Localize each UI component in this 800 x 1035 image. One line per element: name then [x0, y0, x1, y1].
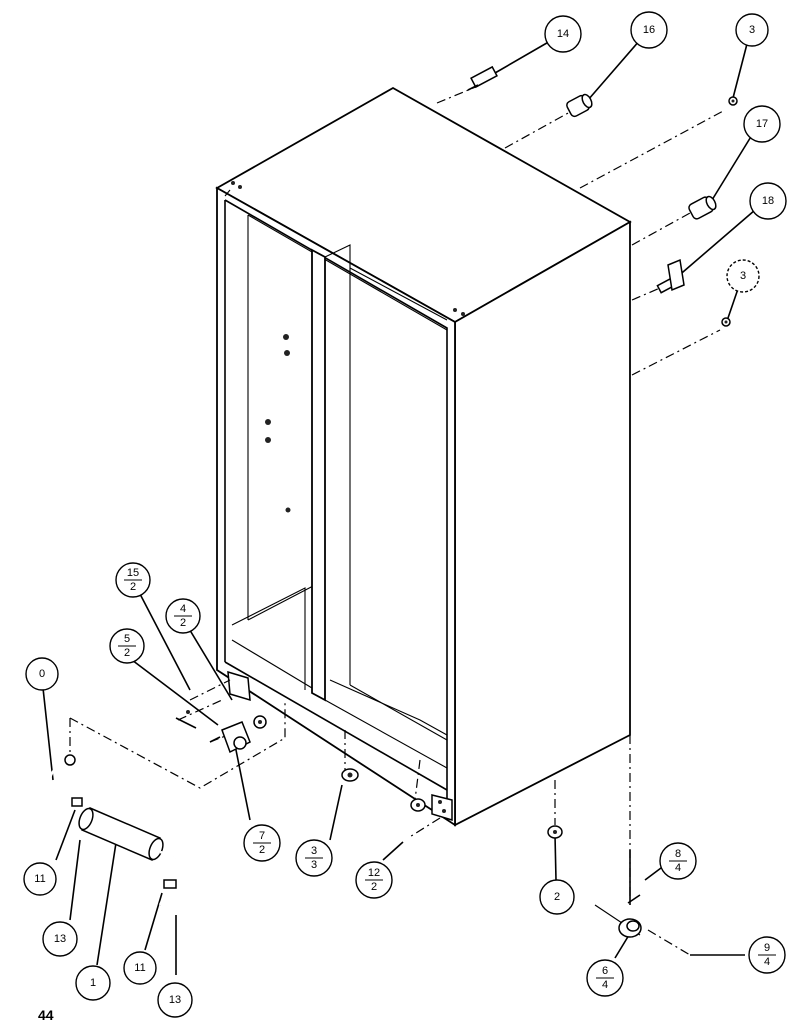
svg-text:12: 12 [368, 867, 380, 879]
callout-12-2: 12 2 [355, 861, 393, 899]
svg-text:4: 4 [602, 979, 608, 991]
svg-text:3: 3 [311, 845, 317, 857]
svg-text:2: 2 [124, 647, 130, 659]
svg-text:8: 8 [675, 848, 681, 860]
callout-11-right: 11 [123, 951, 157, 985]
callout-11-left: 11 [23, 862, 57, 896]
callout-5-2: 5 2 [109, 628, 145, 664]
lower-hinge-assembly [175, 710, 267, 754]
part-14-pin [467, 65, 498, 91]
refrigerator-cabinet [215, 86, 632, 827]
svg-text:11: 11 [134, 962, 145, 974]
callout-13-left: 13 [42, 921, 78, 957]
roller-6 [618, 918, 642, 938]
svg-text:18: 18 [762, 195, 774, 207]
svg-text:2: 2 [180, 617, 186, 629]
callout-15-2: 15 2 [115, 562, 151, 598]
callout-4-2: 4 2 [165, 598, 201, 634]
leveling-foot-3 [341, 768, 359, 782]
callout-17: 17 [743, 105, 781, 143]
callout-3-3: 3 3 [295, 839, 333, 877]
svg-text:2: 2 [554, 891, 560, 903]
callout-3-lower: 3 [726, 259, 760, 293]
parts [48, 65, 738, 938]
svg-text:11: 11 [34, 873, 45, 885]
svg-text:2: 2 [130, 581, 136, 593]
part-1-tube-assembly [48, 754, 180, 906]
svg-text:4: 4 [675, 862, 681, 874]
callout-3-top: 3 [735, 13, 769, 47]
svg-text:3: 3 [740, 270, 746, 282]
svg-text:0: 0 [39, 668, 45, 680]
svg-text:7: 7 [259, 830, 265, 842]
svg-text:17: 17 [756, 118, 768, 130]
callout-7-2: 7 2 [243, 824, 281, 862]
svg-text:13: 13 [54, 933, 66, 945]
svg-text:2: 2 [259, 844, 265, 856]
svg-text:1: 1 [90, 977, 96, 989]
leveling-foot-2 [547, 825, 563, 839]
svg-text:14: 14 [557, 28, 569, 40]
callout-13-right: 13 [157, 982, 193, 1018]
callout-9-4: 9 4 [748, 936, 786, 974]
svg-text:16: 16 [643, 24, 655, 36]
part-18-hinge-pin [656, 258, 685, 294]
svg-text:5: 5 [124, 633, 130, 645]
page-number: 44 [38, 1007, 54, 1023]
svg-text:15: 15 [127, 567, 139, 579]
callout-14: 14 [544, 15, 582, 53]
part-16-bushing [566, 93, 593, 118]
svg-text:6: 6 [602, 965, 608, 977]
svg-text:4: 4 [180, 603, 186, 615]
svg-text:3: 3 [311, 859, 317, 871]
svg-text:13: 13 [169, 994, 181, 1006]
leveling-foot-12 [410, 798, 426, 812]
svg-text:2: 2 [371, 881, 377, 893]
callout-2: 2 [539, 879, 575, 915]
callout-6-4: 6 4 [586, 959, 624, 997]
svg-text:4: 4 [764, 956, 770, 968]
callout-18: 18 [749, 182, 787, 220]
callout-16: 16 [630, 11, 668, 49]
callout-8-4: 8 4 [659, 842, 697, 880]
svg-text:3: 3 [749, 24, 755, 36]
part-17-cap [688, 195, 717, 220]
callout-0: 0 [25, 657, 59, 691]
svg-text:9: 9 [764, 942, 770, 954]
callout-1: 1 [75, 965, 111, 1001]
